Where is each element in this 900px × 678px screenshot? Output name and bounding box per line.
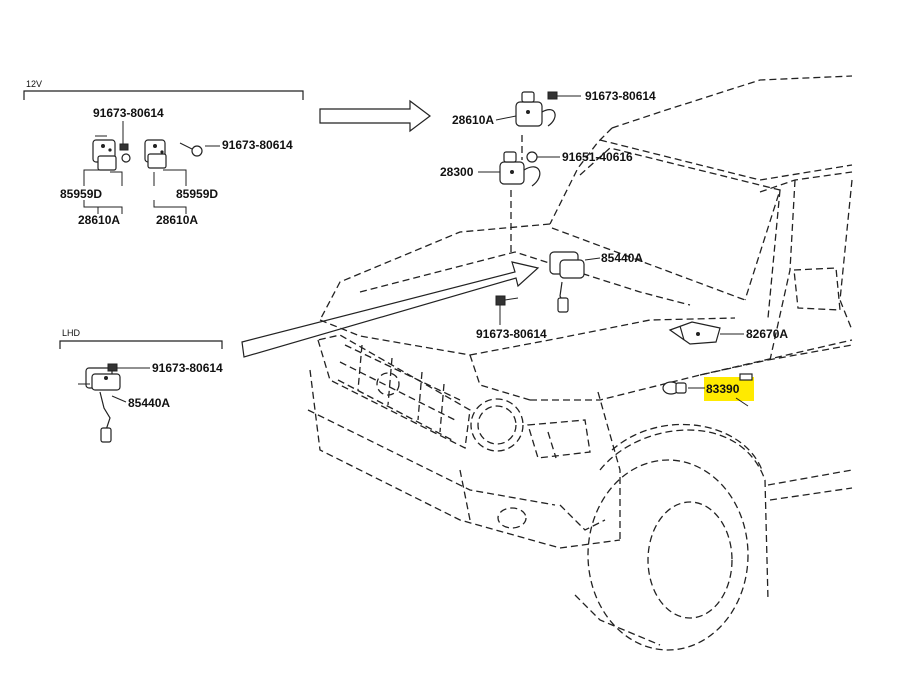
callout-b8: 83390 xyxy=(706,382,740,396)
bolt-icon xyxy=(547,91,581,100)
bolt-icon xyxy=(179,142,203,157)
section-12v-label: 12V xyxy=(26,79,42,89)
callout-b4: 28300 xyxy=(440,165,474,179)
section-lhd: LHD xyxy=(59,328,223,349)
relay-icon xyxy=(515,91,556,127)
callout-a5: 28610A xyxy=(78,213,120,227)
highlight-marker xyxy=(704,377,754,401)
bolt-icon xyxy=(107,363,150,372)
bolt-icon xyxy=(526,151,560,163)
callout-a4: 85959D xyxy=(176,187,218,201)
washer-pump-icon xyxy=(78,367,121,443)
callout-b6: 91673-80614 xyxy=(476,327,547,341)
side-lamp-icon xyxy=(662,381,687,395)
relay-icon xyxy=(92,135,117,171)
relay-icon xyxy=(144,139,167,169)
arrow-right-icon xyxy=(319,99,431,133)
callout-b2: 28610A xyxy=(452,113,494,127)
callout-b1: 91673-80614 xyxy=(585,89,656,103)
section-lhd-label: LHD xyxy=(62,328,81,338)
bolt-icon xyxy=(495,295,519,325)
callout-a3: 85959D xyxy=(60,187,102,201)
callout-b3: 91651-40616 xyxy=(562,150,633,164)
callout-c2: 85440A xyxy=(128,396,170,410)
relay-icon xyxy=(499,151,541,187)
bolt-icon xyxy=(119,143,131,163)
section-12v: 12V xyxy=(23,79,304,100)
washer-pump-icon xyxy=(549,251,585,313)
callout-c1: 91673-80614 xyxy=(152,361,223,375)
vehicle-outline xyxy=(307,75,853,651)
callout-a6: 28610A xyxy=(156,213,198,227)
callout-b7: 82670A xyxy=(746,327,788,341)
callout-a2: 91673-80614 xyxy=(222,138,293,152)
hood-lock-icon xyxy=(668,321,721,345)
callout-b5: 85440A xyxy=(601,251,643,265)
callout-a1: 91673-80614 xyxy=(93,106,164,120)
long-arrow-icon xyxy=(241,261,540,358)
